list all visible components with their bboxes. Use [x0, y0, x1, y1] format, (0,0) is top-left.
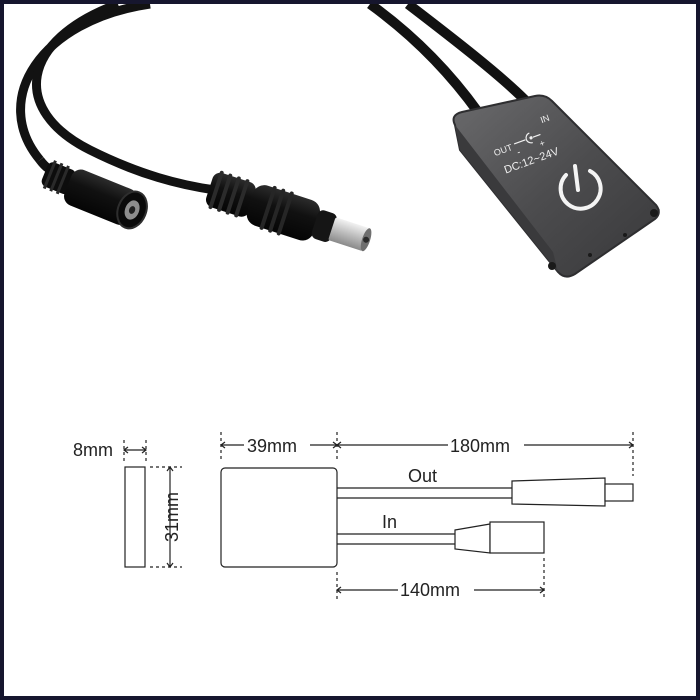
male-dc-plug — [205, 170, 372, 252]
out-cable-label: Out — [408, 466, 437, 486]
male-plug-ridges-2 — [259, 185, 294, 236]
male-plug-outline — [511, 477, 606, 507]
female-dc-plug — [41, 160, 148, 230]
product-figure: OUT IN - + DC:12~24V — [16, 4, 660, 600]
side-view-outline — [124, 466, 146, 568]
out-cable-length-dimension: 180mm — [450, 436, 510, 456]
thickness-dimension: 8mm — [73, 440, 113, 460]
body-length-dimension: 39mm — [247, 436, 297, 456]
dimension-labels: 8mm 31mm 39mm 180mm Out In 140mm — [72, 434, 524, 600]
in-label: IN — [539, 113, 551, 125]
touch-switch-housing: OUT IN - + DC:12~24V — [452, 94, 660, 278]
in-cable-length-dimension: 140mm — [400, 580, 460, 600]
product-photo: OUT IN - + DC:12~24V — [16, 4, 660, 278]
height-dimension: 31mm — [162, 492, 182, 542]
cable-loop-inner — [32, 4, 216, 195]
housing-screw — [548, 262, 556, 270]
dimension-drawing — [123, 432, 634, 600]
plus-label: + — [538, 138, 546, 149]
polarity-icon — [513, 132, 541, 145]
touch-power-icon — [558, 164, 603, 211]
top-view-outline — [220, 467, 338, 568]
female-plug-outline — [454, 523, 491, 554]
minus-label: - — [515, 147, 521, 157]
cable-to-switch-b — [404, 4, 529, 104]
housing-screw — [650, 209, 658, 217]
cable-to-switch-a — [367, 4, 483, 115]
plug-grip-ridges — [42, 160, 70, 195]
male-plug-grip-ridges — [208, 170, 250, 218]
in-cable-label: In — [382, 512, 397, 532]
